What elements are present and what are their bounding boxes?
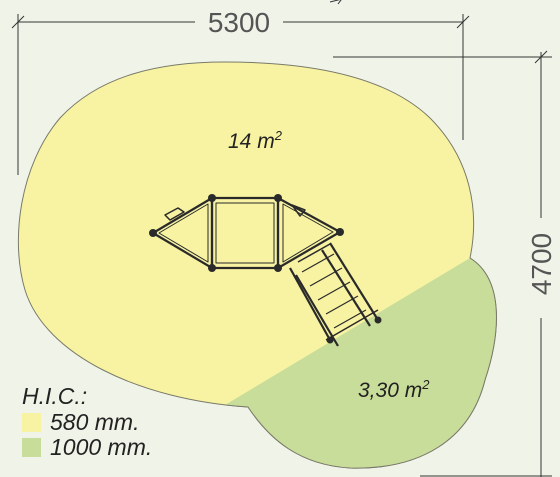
legend-item: 1000 mm. [22,435,152,460]
legend: H.I.C.: 580 mm. 1000 mm. [22,384,152,460]
legend-item-label: 580 mm. [50,409,140,435]
area-secondary-label: 3,30 m2 [358,377,430,402]
legend-swatch-yellow [22,413,41,432]
width-dimension [11,0,470,175]
legend-title: H.I.C.: [22,383,88,409]
legend-item: 580 mm. [22,410,152,435]
play-structure [149,194,382,347]
legend-swatch-green [22,438,41,457]
height-label: 4700 [526,233,557,295]
width-label: 5300 [208,7,270,38]
posts [149,194,382,344]
height-dimension [333,50,552,477]
right-platform [276,196,342,270]
area-main-label: 14 m2 [228,128,283,153]
legend-item-label: 1000 mm. [50,434,153,460]
ramp [289,242,379,347]
